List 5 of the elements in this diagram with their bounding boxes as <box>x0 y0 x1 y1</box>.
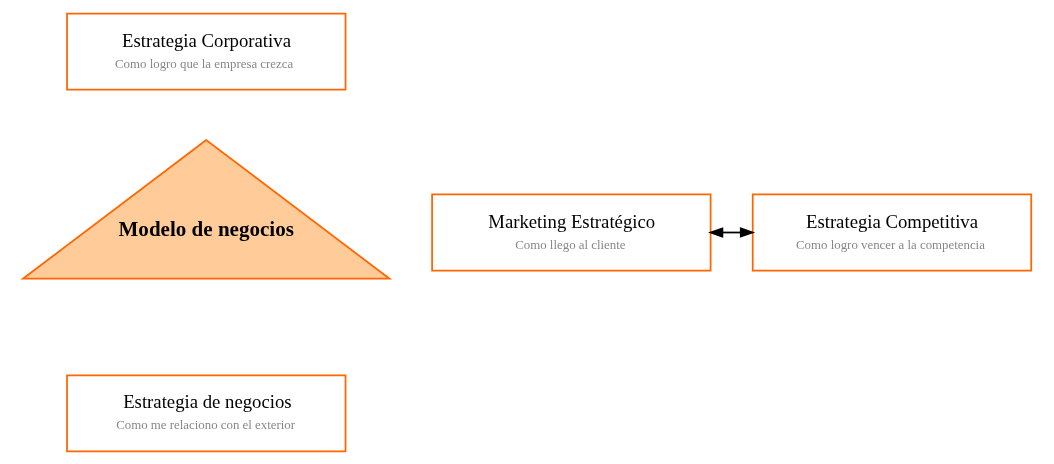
node-box: Estrategia de negocios Como me relaciono con el exterior <box>66 373 347 452</box>
node-box: Estrategia Corporativa Como logro que la empresa crezca <box>66 12 347 91</box>
node-box: Estrategia Competitiva Como logro vencer a la competencia <box>751 193 1033 271</box>
node-box: Marketing Estratégico Como llego al cliente <box>431 193 712 271</box>
arrow <box>708 226 756 238</box>
